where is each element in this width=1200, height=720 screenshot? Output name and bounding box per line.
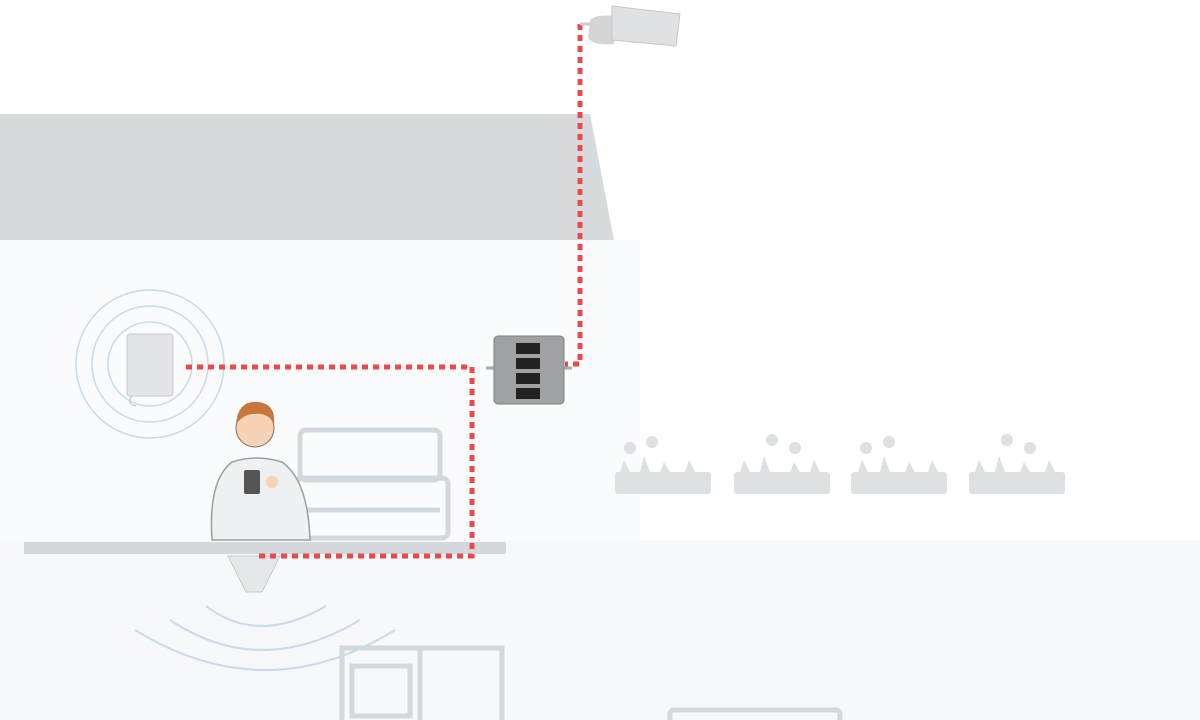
- person-with-phone-icon: [210, 401, 311, 541]
- ceiling-dome-antenna-icon: [227, 555, 281, 593]
- planter: [969, 434, 1065, 494]
- dome-antenna-signal-waves: [134, 605, 396, 671]
- coax-cable: [186, 24, 583, 559]
- panel-antenna-icon: [126, 333, 174, 407]
- planter: [851, 436, 947, 494]
- ground: [0, 540, 1200, 720]
- house-roof: [0, 114, 614, 240]
- downstairs-furniture: [339, 645, 843, 720]
- floor-slab: [24, 542, 506, 554]
- outdoor-antenna-icon: [580, 5, 681, 47]
- signal-booster-icon: [486, 335, 572, 405]
- planters: [615, 434, 1065, 494]
- planter: [615, 436, 711, 494]
- planter: [734, 434, 830, 494]
- panel-antenna-signal-waves: [75, 289, 225, 439]
